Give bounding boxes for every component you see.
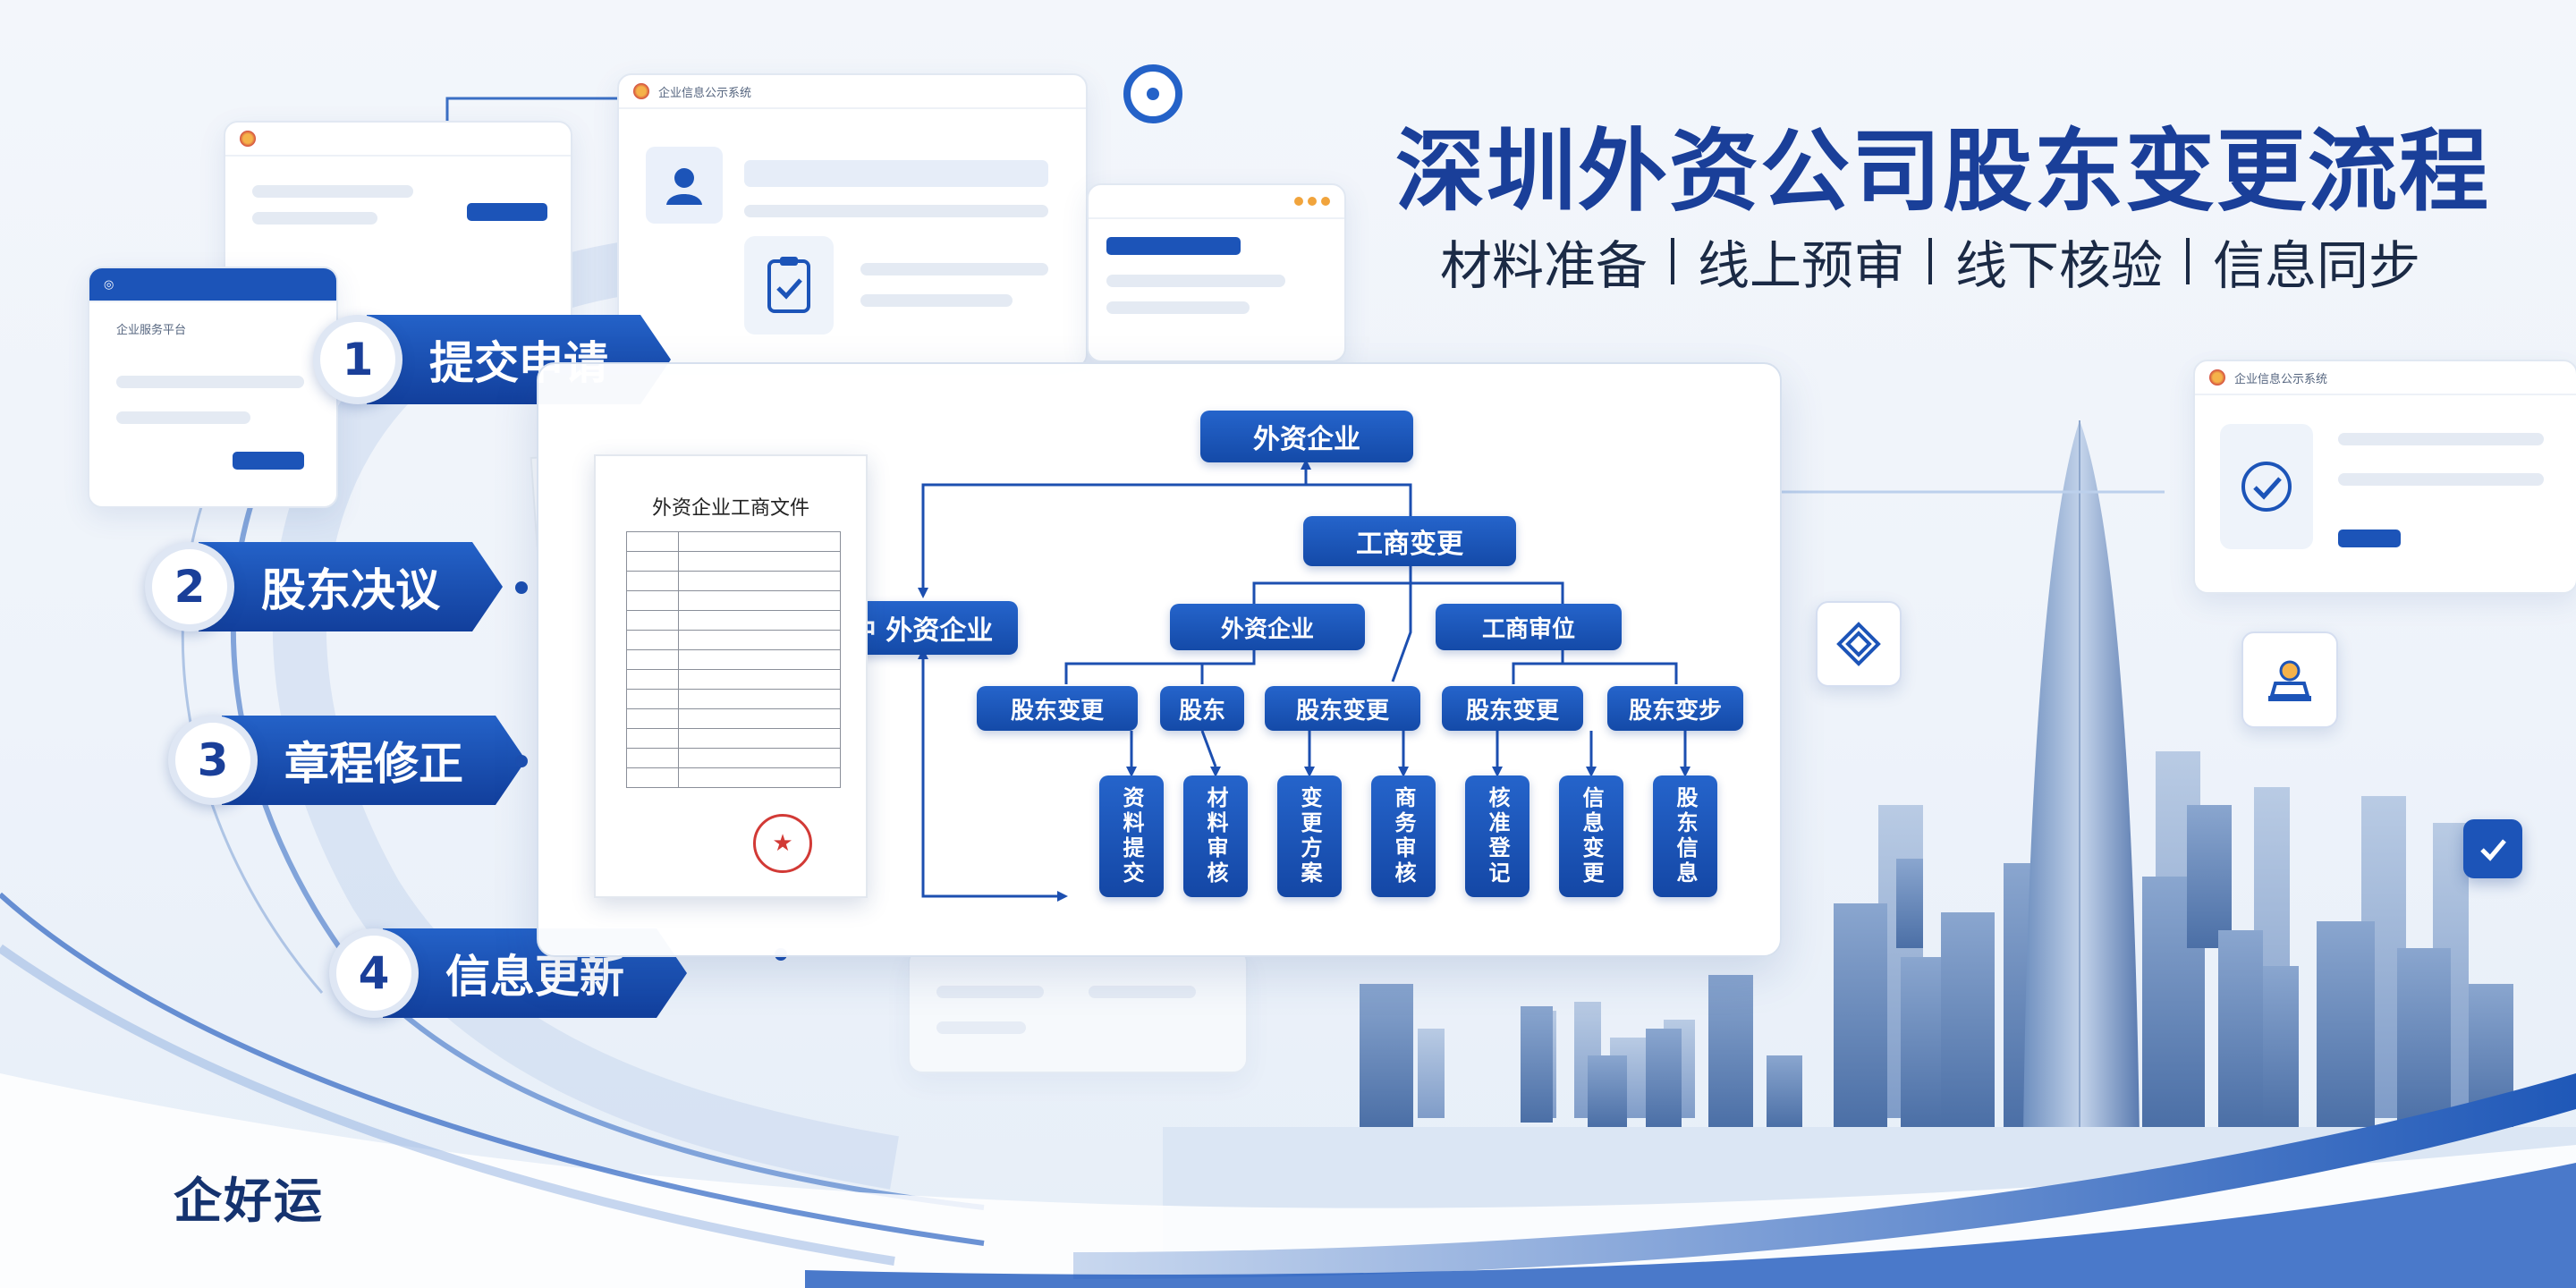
flow-node-top[interactable]: 外资企业: [1200, 411, 1413, 462]
brand-logo-text: 企好运: [174, 1173, 324, 1229]
small-window-button[interactable]: [233, 452, 304, 470]
flow-node-row4[interactable]: 资料提交: [1099, 775, 1164, 897]
location-pin-icon: [1123, 64, 1182, 123]
flow-node-row4[interactable]: 核准登记: [1465, 775, 1530, 897]
right-window: 企业信息公示系统: [2193, 360, 2576, 594]
subtitle-separator: [2186, 238, 2190, 284]
step-number: 1: [313, 315, 402, 404]
subtitle: 材料准备 线上预审 线下核验 信息同步: [1440, 224, 2513, 299]
logo-icon: [633, 83, 649, 99]
step-3[interactable]: 3 章程修正: [168, 714, 526, 807]
user-icon: [646, 147, 723, 224]
logo-icon: [2209, 369, 2225, 386]
step-label: 股东决议: [199, 542, 503, 631]
flow-node-row4[interactable]: 变更方案: [1277, 775, 1342, 897]
document-title: 外资企业工商文件: [651, 497, 809, 520]
subtitle-item: 信息同步: [2213, 235, 2421, 296]
flow-node-row3[interactable]: 股东变更: [1442, 686, 1583, 731]
flow-node-second[interactable]: 工商变更: [1303, 516, 1516, 566]
step-label: 信息更新: [383, 928, 687, 1018]
flow-node-row3[interactable]: 股东: [1160, 686, 1244, 731]
document-table: [626, 531, 841, 788]
subtitle-separator: [1671, 238, 1675, 284]
step-number: 4: [329, 928, 419, 1018]
connector-dot: [515, 755, 528, 767]
subtitle-separator: [1928, 238, 1933, 284]
small-window-left: ◎ 企业服务平台: [88, 267, 338, 508]
subtitle-item: 线下核验: [1955, 235, 2164, 296]
building-icon[interactable]: [2241, 631, 2338, 728]
flow-node-row3[interactable]: 股东变更: [977, 686, 1138, 731]
top-window-title: 企业信息公示系统: [658, 86, 752, 100]
flow-node-row3[interactable]: 股东变步: [1607, 686, 1743, 731]
connector-dot: [515, 581, 528, 594]
step-label: 章程修正: [222, 716, 526, 805]
flow-node-mid-right[interactable]: 工商审位: [1436, 604, 1622, 650]
step-4[interactable]: 4 信息更新: [329, 927, 687, 1020]
step-number: 2: [145, 542, 234, 631]
flow-connectors: [918, 459, 1690, 902]
page-title: 深圳外资公司股东变更流程: [1395, 119, 2490, 224]
subtitle-item: 材料准备: [1440, 235, 1648, 296]
red-seal-icon: ★: [753, 814, 812, 873]
layers-icon[interactable]: [1816, 601, 1902, 687]
step-number: 3: [168, 716, 258, 805]
shield-check-icon: [2220, 424, 2313, 549]
clipboard-check-icon: [744, 236, 834, 335]
business-document: 外资企业工商文件 ★: [594, 454, 868, 898]
flow-node-row4[interactable]: 信息变更: [1559, 775, 1623, 897]
step-2[interactable]: 2 股东决议: [145, 540, 503, 633]
subtitle-item: 线上预审: [1698, 235, 1906, 296]
small-window-title: 企业服务平台: [116, 324, 187, 337]
logo-icon: [240, 131, 256, 147]
flow-node-row4[interactable]: 材料审核: [1183, 775, 1248, 897]
flow-node-row3[interactable]: 股东变更: [1265, 686, 1420, 731]
right-window-title: 企业信息公示系统: [2234, 372, 2328, 386]
middle-small-window: [1087, 183, 1346, 362]
check-icon[interactable]: [2463, 819, 2522, 878]
right-window-button[interactable]: [2338, 530, 2401, 547]
flow-node-mid-left[interactable]: 外资企业: [1170, 604, 1365, 650]
lower-ghost-window: [908, 948, 1248, 1073]
flow-node-row4[interactable]: 股东信息: [1653, 775, 1717, 897]
top-center-window: 企业信息公示系统: [617, 73, 1088, 369]
flow-node-row4[interactable]: 商务审核: [1371, 775, 1436, 897]
